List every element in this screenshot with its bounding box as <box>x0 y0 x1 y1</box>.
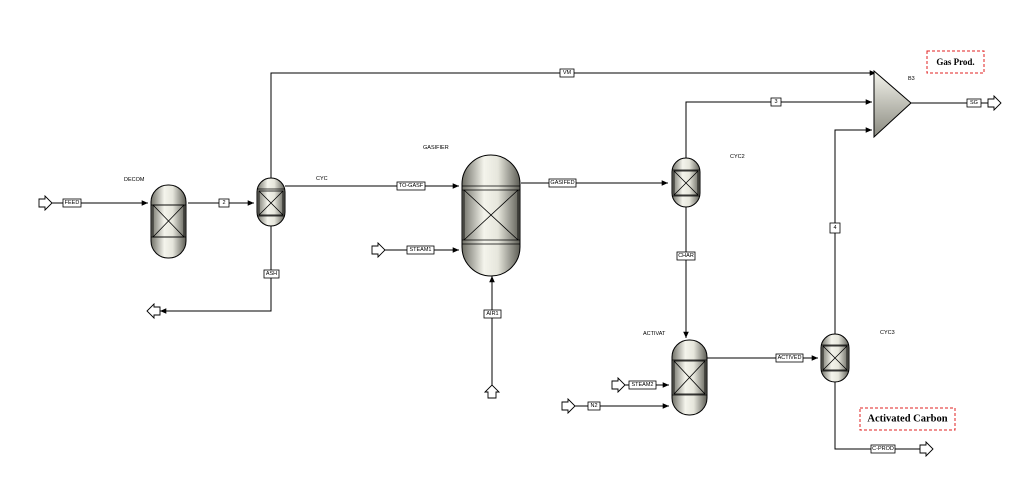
stream-tag-2-text: 2 <box>222 200 225 206</box>
stream-tag-vm-text: VM <box>563 70 572 76</box>
stream-tag-c-prod[interactable]: C-PROD <box>870 444 896 454</box>
stream-tag-actived[interactable]: ACTIVED <box>775 353 804 363</box>
block-label-decom: DECOM <box>124 177 145 183</box>
stream-tag-sg[interactable]: SG <box>966 98 982 108</box>
product-port-c-prod[interactable] <box>919 440 934 458</box>
stream-tag-vm[interactable]: VM <box>559 68 575 78</box>
stream-tag-ash[interactable]: ASH <box>263 269 280 279</box>
note-activated-carbon[interactable]: Activated Carbon <box>859 407 956 431</box>
note-activated-carbon-text: Activated Carbon <box>867 414 947 425</box>
stream-tag-to-gasf-text: TO-GASF <box>399 183 424 189</box>
product-port-sg[interactable] <box>987 94 1002 112</box>
feed-port-steam1[interactable] <box>371 241 386 259</box>
note-gas-prod-text: Gas Prod. <box>936 57 974 67</box>
product-port-ash[interactable] <box>146 302 161 320</box>
feed-port-feed[interactable] <box>38 194 53 212</box>
note-gas-prod[interactable]: Gas Prod. <box>926 50 985 74</box>
stream-vm-line[interactable] <box>270 70 876 178</box>
stream-tag-air1[interactable]: AIR1 <box>483 309 502 319</box>
stream-tag-4-text: 4 <box>833 225 836 231</box>
block-label-gasifier: GASIFIER <box>423 145 449 151</box>
block-decom[interactable] <box>150 184 187 259</box>
stream-tag-steam1[interactable]: STEAM1 <box>406 245 435 255</box>
stream-tag-actived-text: ACTIVED <box>778 355 802 361</box>
stream-tag-c-prod-text: C-PROD <box>872 446 894 452</box>
block-activat[interactable] <box>671 339 708 416</box>
stream-tag-n2[interactable]: N2 <box>587 401 601 411</box>
feed-port-air1[interactable] <box>483 384 501 399</box>
stream-tag-steam2[interactable]: STEAM2 <box>628 380 657 390</box>
feed-port-steam2[interactable] <box>611 376 626 394</box>
stream-tag-air1-text: AIR1 <box>486 311 498 317</box>
stream-tag-gasifed[interactable]: GASIFED <box>548 178 577 188</box>
stream-3-line[interactable] <box>685 99 872 160</box>
stream-tag-feed-text: FEED <box>65 200 80 206</box>
stream-tag-char-text: CHAR <box>678 253 694 259</box>
stream-tag-char[interactable]: CHAR <box>676 251 696 261</box>
stream-tag-steam1-text: STEAM1 <box>409 247 431 253</box>
block-gasifier[interactable] <box>461 154 521 277</box>
stream-tag-to-gasf[interactable]: TO-GASF <box>396 181 426 191</box>
stream-4-line[interactable] <box>834 127 872 335</box>
block-cyc2[interactable] <box>671 157 701 208</box>
stream-tag-gasifed-text: GASIFED <box>550 180 574 186</box>
block-label-cyc3: CYC3 <box>880 330 895 336</box>
stream-tag-2[interactable]: 2 <box>218 198 230 208</box>
stream-tag-feed[interactable]: FEED <box>62 198 82 208</box>
stream-tag-sg-text: SG <box>970 100 978 106</box>
block-label-b3: B3 <box>908 76 915 82</box>
stream-lines <box>52 70 988 450</box>
stream-tag-3[interactable]: 3 <box>770 97 782 107</box>
block-label-cyc: CYC <box>316 176 328 182</box>
block-label-activat: ACTIVAT <box>643 331 666 337</box>
stream-tag-4[interactable]: 4 <box>829 222 841 234</box>
stream-tag-3-text: 3 <box>774 99 777 105</box>
block-b3-mixer[interactable] <box>873 69 912 139</box>
stream-tag-ash-text: ASH <box>266 271 277 277</box>
stream-tag-steam2-text: STEAM2 <box>631 382 653 388</box>
stream-ash-line[interactable] <box>160 226 272 314</box>
block-cyc3[interactable] <box>820 333 850 383</box>
block-label-cyc2: CYC2 <box>730 154 745 160</box>
block-cyc[interactable] <box>256 177 286 227</box>
stream-tag-n2-text: N2 <box>590 403 597 409</box>
feed-port-n2[interactable] <box>561 397 576 415</box>
